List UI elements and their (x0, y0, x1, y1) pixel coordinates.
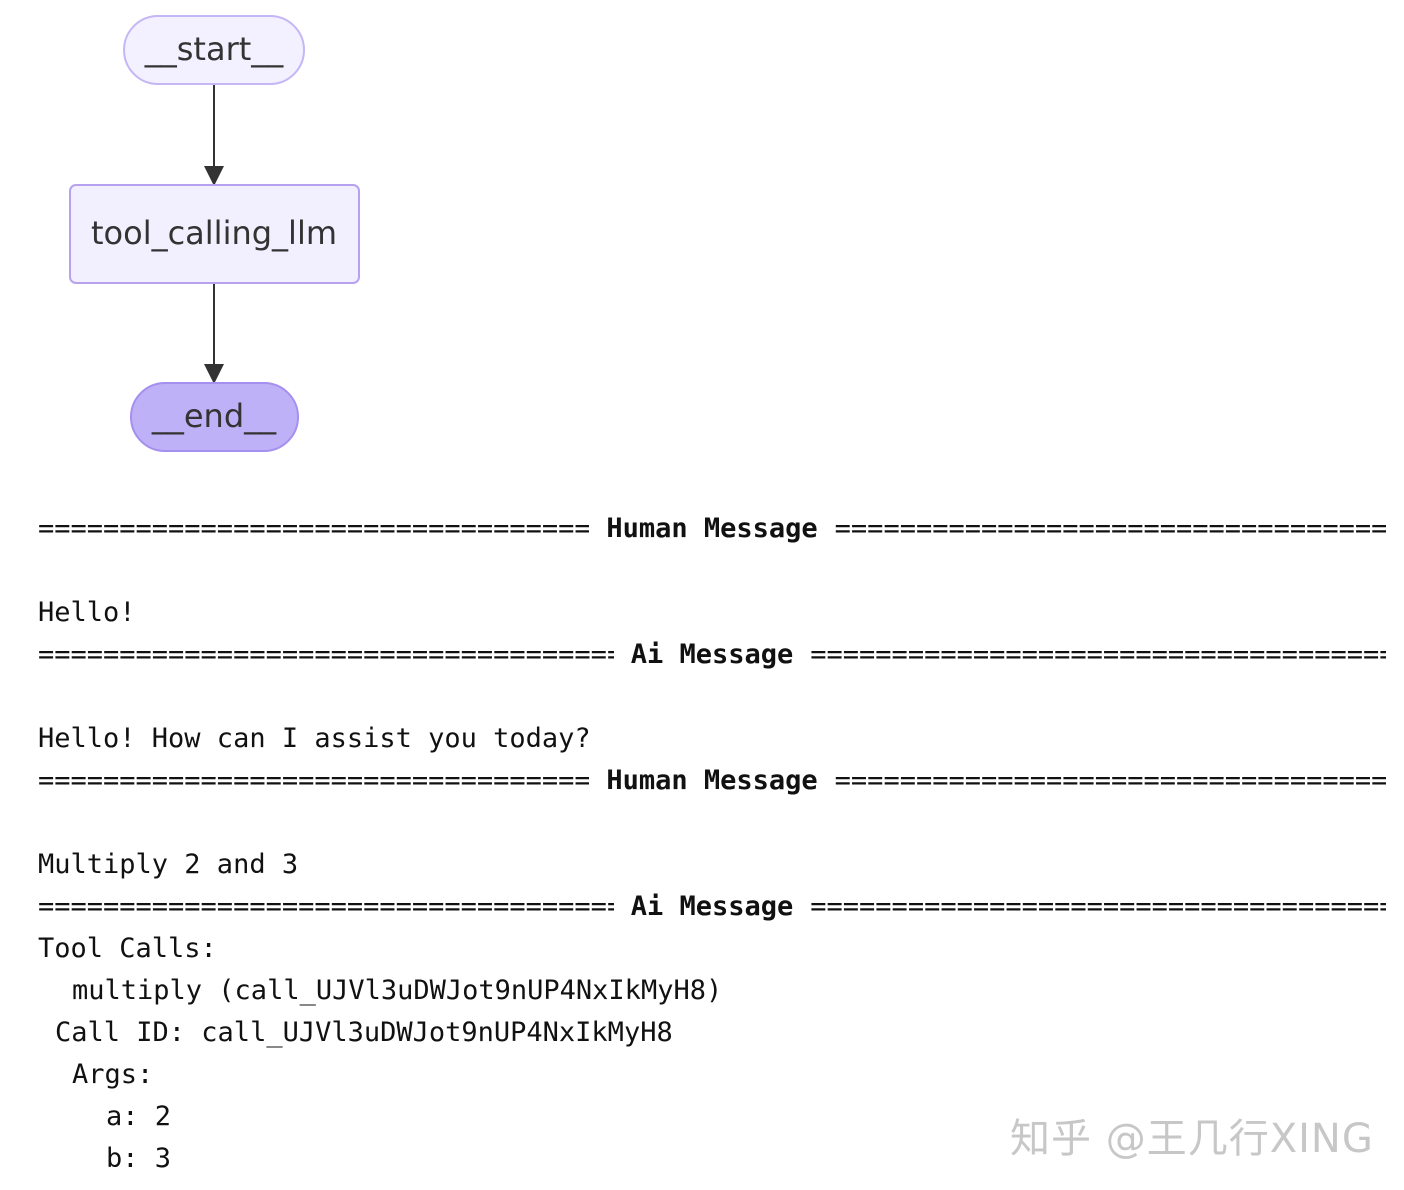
separator-rule (38, 886, 614, 928)
separator-rule (38, 634, 614, 676)
node-start[interactable]: __start__ (123, 15, 305, 85)
node-tool-calling-llm-label: tool_calling_llm (91, 214, 337, 252)
blank-line (38, 676, 1398, 718)
node-end[interactable]: __end__ (130, 382, 299, 452)
message-header-human: Human Message (38, 760, 1386, 802)
message-header-ai: Ai Message (38, 886, 1386, 928)
separator-rule (38, 760, 589, 802)
tool-call-arg: a: 2 (106, 1101, 172, 1132)
separator-rule (835, 508, 1386, 550)
watermark: 知乎 @王几行XING (1010, 1116, 1374, 1162)
message-content: Hello! (38, 597, 136, 628)
message-content: Hello! How can I assist you today? (38, 723, 591, 754)
node-tool-calling-llm[interactable]: tool_calling_llm (69, 184, 360, 284)
node-end-label: __end__ (151, 397, 277, 435)
message-header-title: Human Message (606, 513, 818, 544)
separator-rule (810, 634, 1386, 676)
blank-line (38, 550, 1398, 592)
separator-rule (835, 760, 1386, 802)
graph-diagram: __start__ tool_calling_llm __end__ (69, 15, 360, 452)
separator-rule (810, 886, 1386, 928)
message-content: Multiply 2 and 3 (38, 849, 299, 880)
tool-calls-label: Tool Calls: (38, 933, 217, 964)
message-header-title: Human Message (606, 765, 818, 796)
tool-call-arg: b: 3 (106, 1143, 172, 1174)
message-header-title: Ai Message (630, 639, 794, 670)
tool-call-args-label: Args: (72, 1059, 154, 1090)
message-log: Human Message Hello! Ai Message Hello! H… (38, 508, 1398, 1180)
separator-rule (38, 508, 589, 550)
blank-line (38, 802, 1398, 844)
message-header-human: Human Message (38, 508, 1386, 550)
node-start-label: __start__ (144, 30, 285, 68)
message-header-title: Ai Message (630, 891, 794, 922)
tool-call-id: Call ID: call_UJVl3uDWJot9nUP4NxIkMyH8 (55, 1017, 673, 1048)
message-header-ai: Ai Message (38, 634, 1386, 676)
tool-call-signature: multiply (call_UJVl3uDWJot9nUP4NxIkMyH8) (72, 975, 723, 1006)
